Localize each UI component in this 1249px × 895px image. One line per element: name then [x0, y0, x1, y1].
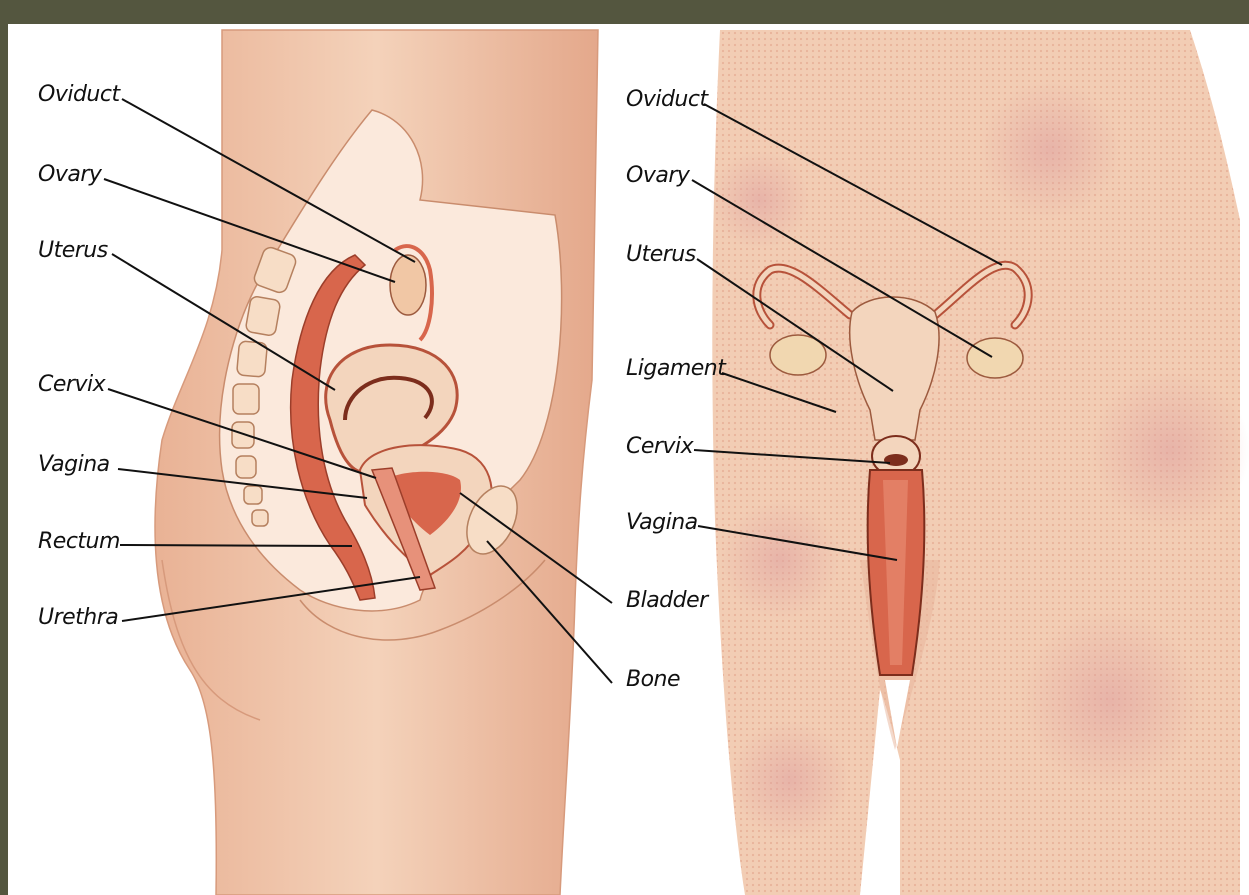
- label-bone: Bone: [626, 669, 680, 691]
- side-section-figure: [155, 30, 598, 895]
- front-right-ovary-shape: [967, 338, 1023, 378]
- label-ovary-left: Ovary: [38, 164, 101, 186]
- label-uterus-right: Uterus: [626, 244, 696, 266]
- label-uterus-left: Uterus: [38, 240, 108, 262]
- label-oviduct-left: Oviduct: [38, 84, 120, 106]
- label-cervix-right: Cervix: [626, 436, 693, 458]
- frontal-figure: [710, 30, 1249, 895]
- side-ovary-shape: [390, 255, 426, 315]
- label-bladder: Bladder: [626, 590, 708, 612]
- label-ovary-right: Ovary: [626, 165, 689, 187]
- label-ligament-right: Ligament: [626, 358, 725, 380]
- label-cervix-left: Cervix: [38, 374, 105, 396]
- label-oviduct-right: Oviduct: [626, 89, 708, 111]
- label-rectum-left: Rectum: [38, 531, 120, 553]
- label-urethra-left: Urethra: [38, 607, 118, 629]
- cervix-os: [884, 454, 908, 466]
- leader-rectum-left: [120, 545, 352, 546]
- label-vagina-left: Vagina: [38, 454, 110, 476]
- label-vagina-right: Vagina: [626, 512, 698, 534]
